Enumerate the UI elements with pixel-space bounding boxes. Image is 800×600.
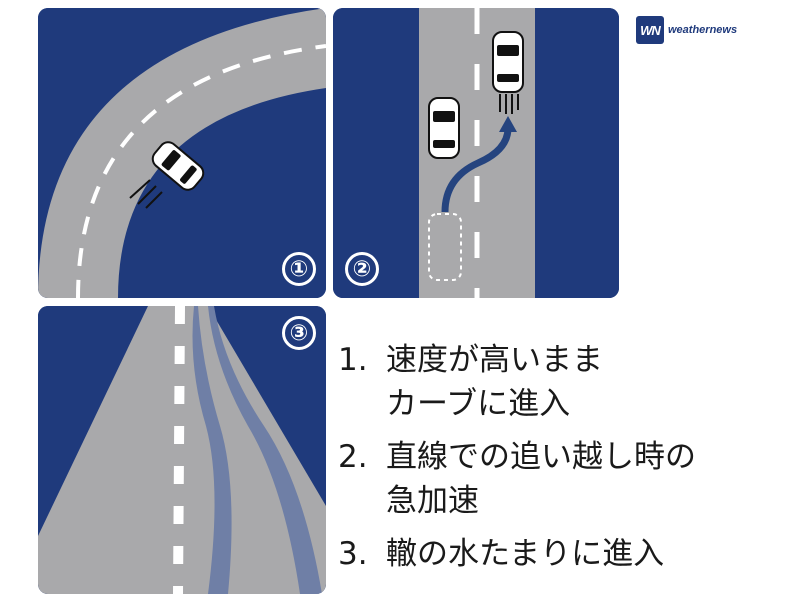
overtaking-road-illustration: [333, 8, 619, 298]
lane-marking-dashed: [76, 44, 326, 298]
cause-text: 直線での追い越し時の 急加速: [386, 439, 696, 519]
cause-text: 速度が高いまま カーブに進入: [386, 342, 603, 422]
curve-illustration-panel: ①: [38, 8, 326, 298]
curved-road: [38, 8, 326, 298]
center-lane-marking: [173, 306, 185, 594]
logo-mark: WN: [636, 16, 664, 44]
cause-list: 1. 速度が高いまま カーブに進入 2. 直線での追い越し時の 急加速 3. 轍…: [338, 338, 793, 585]
overtake-arrow: [441, 127, 512, 213]
car-icon: [492, 31, 524, 93]
car-icon: [428, 97, 460, 159]
car-icon: [151, 141, 205, 191]
cause-item: 2. 直線での追い越し時の 急加速: [338, 435, 793, 523]
overtaking-illustration-panel: ②: [333, 8, 619, 298]
skid-lines: [499, 94, 519, 114]
rut-water-illustration-panel: ③: [38, 306, 326, 594]
cause-item: 3. 轍の水たまりに進入: [338, 532, 793, 576]
perspective-road: [38, 306, 326, 594]
rut-puddle-right: [208, 306, 322, 594]
weathernews-logo: WN weathernews: [636, 16, 737, 44]
skid-lines: [129, 179, 163, 209]
panel-number-badge-1: ①: [282, 252, 316, 286]
cause-number: 2.: [338, 439, 368, 475]
rut-road-illustration: [38, 306, 326, 594]
cause-number: 3.: [338, 536, 368, 572]
curve-road-illustration: [38, 8, 326, 298]
cause-text: 轍の水たまりに進入: [386, 536, 665, 572]
original-car-position: [428, 213, 462, 281]
cause-number: 1.: [338, 342, 368, 378]
panel-number-badge-3: ③: [282, 316, 316, 350]
cause-item: 1. 速度が高いまま カーブに進入: [338, 338, 793, 426]
panel-number-badge-2: ②: [345, 252, 379, 286]
logo-text: weathernews: [668, 24, 738, 36]
arrow-head-icon: [499, 116, 517, 132]
rut-puddle-left: [192, 306, 232, 594]
